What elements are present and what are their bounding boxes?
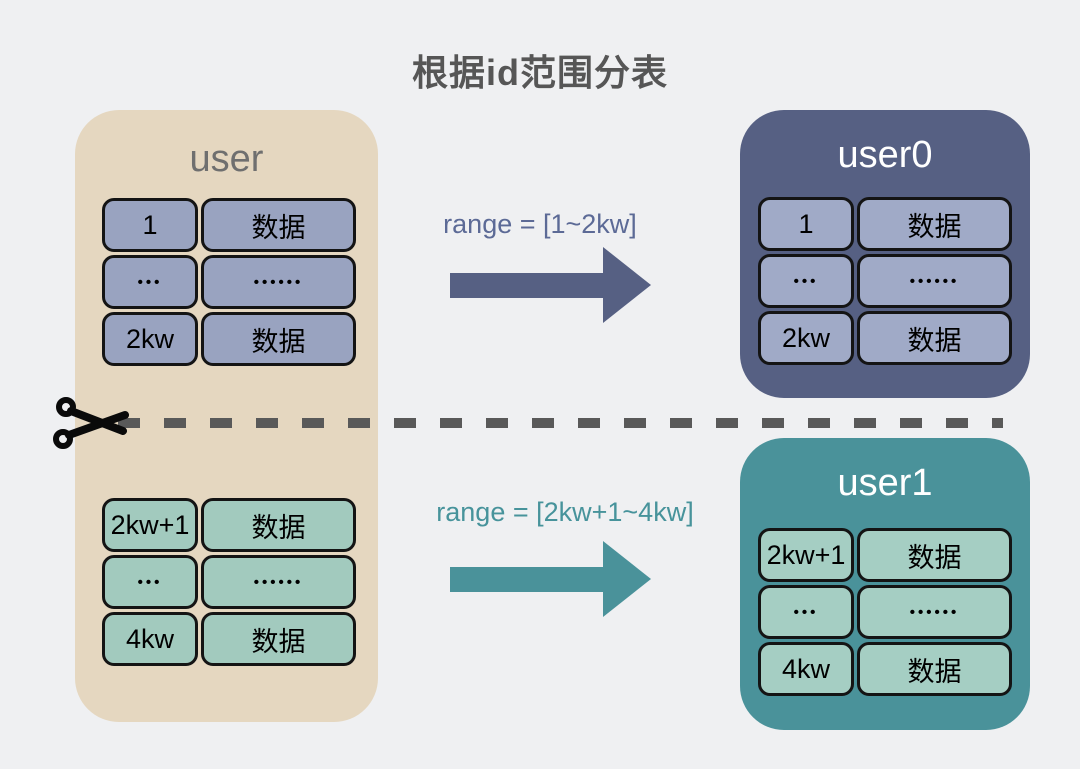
table-cell-id: 2kw+1 [102,498,198,552]
source-table-top: 1 数据 ••• •••••• 2kw 数据 [102,198,356,366]
table-cell-id: 4kw [102,612,198,666]
table-cell-ellipsis: ••• [758,585,854,639]
arrow-shaft [450,273,606,298]
table-cell-id: 1 [758,197,854,251]
source-table-title: user [189,138,264,180]
table-cell-id: 2kw [758,311,854,365]
scissors-icon [53,397,129,449]
table-cell-data: 数据 [857,197,1012,251]
table-cell-data: 数据 [857,528,1012,582]
page-title: 根据id范围分表 [412,52,668,93]
arrow-shaft [450,567,606,592]
table-cell-ellipsis: ••• [102,555,198,609]
arrow-head [603,247,651,323]
table-cell-ellipsis: ••• [102,255,198,309]
table-cell-ellipsis: •••••• [857,254,1012,308]
target-panel-user0-title: user0 [837,134,933,176]
arrow-right-icon [450,247,651,323]
table-cell-id: 1 [102,198,198,252]
table-cell-ellipsis: •••••• [201,255,356,309]
table-cell-data: 数据 [201,312,356,366]
range-label-user0: range = [1~2kw] [443,209,637,239]
split-dashed-line [118,418,1003,428]
table-cell-ellipsis: •••••• [857,585,1012,639]
table-cell-id: 4kw [758,642,854,696]
table-cell-data: 数据 [201,612,356,666]
range-label-user1: range = [2kw+1~4kw] [436,497,694,527]
table-cell-id: 2kw [102,312,198,366]
table-cell-ellipsis: •••••• [201,555,356,609]
table-cell-data: 数据 [201,198,356,252]
table-cell-data: 数据 [857,311,1012,365]
arrow-head [603,541,651,617]
target-table-user1: 2kw+1 数据 ••• •••••• 4kw 数据 [758,528,1012,696]
arrow-right-icon [450,541,651,617]
table-cell-data: 数据 [201,498,356,552]
target-panel-user1-title: user1 [837,462,933,504]
target-table-user0: 1 数据 ••• •••••• 2kw 数据 [758,197,1012,365]
source-table-bottom: 2kw+1 数据 ••• •••••• 4kw 数据 [102,498,356,666]
table-cell-ellipsis: ••• [758,254,854,308]
table-cell-data: 数据 [857,642,1012,696]
table-cell-id: 2kw+1 [758,528,854,582]
